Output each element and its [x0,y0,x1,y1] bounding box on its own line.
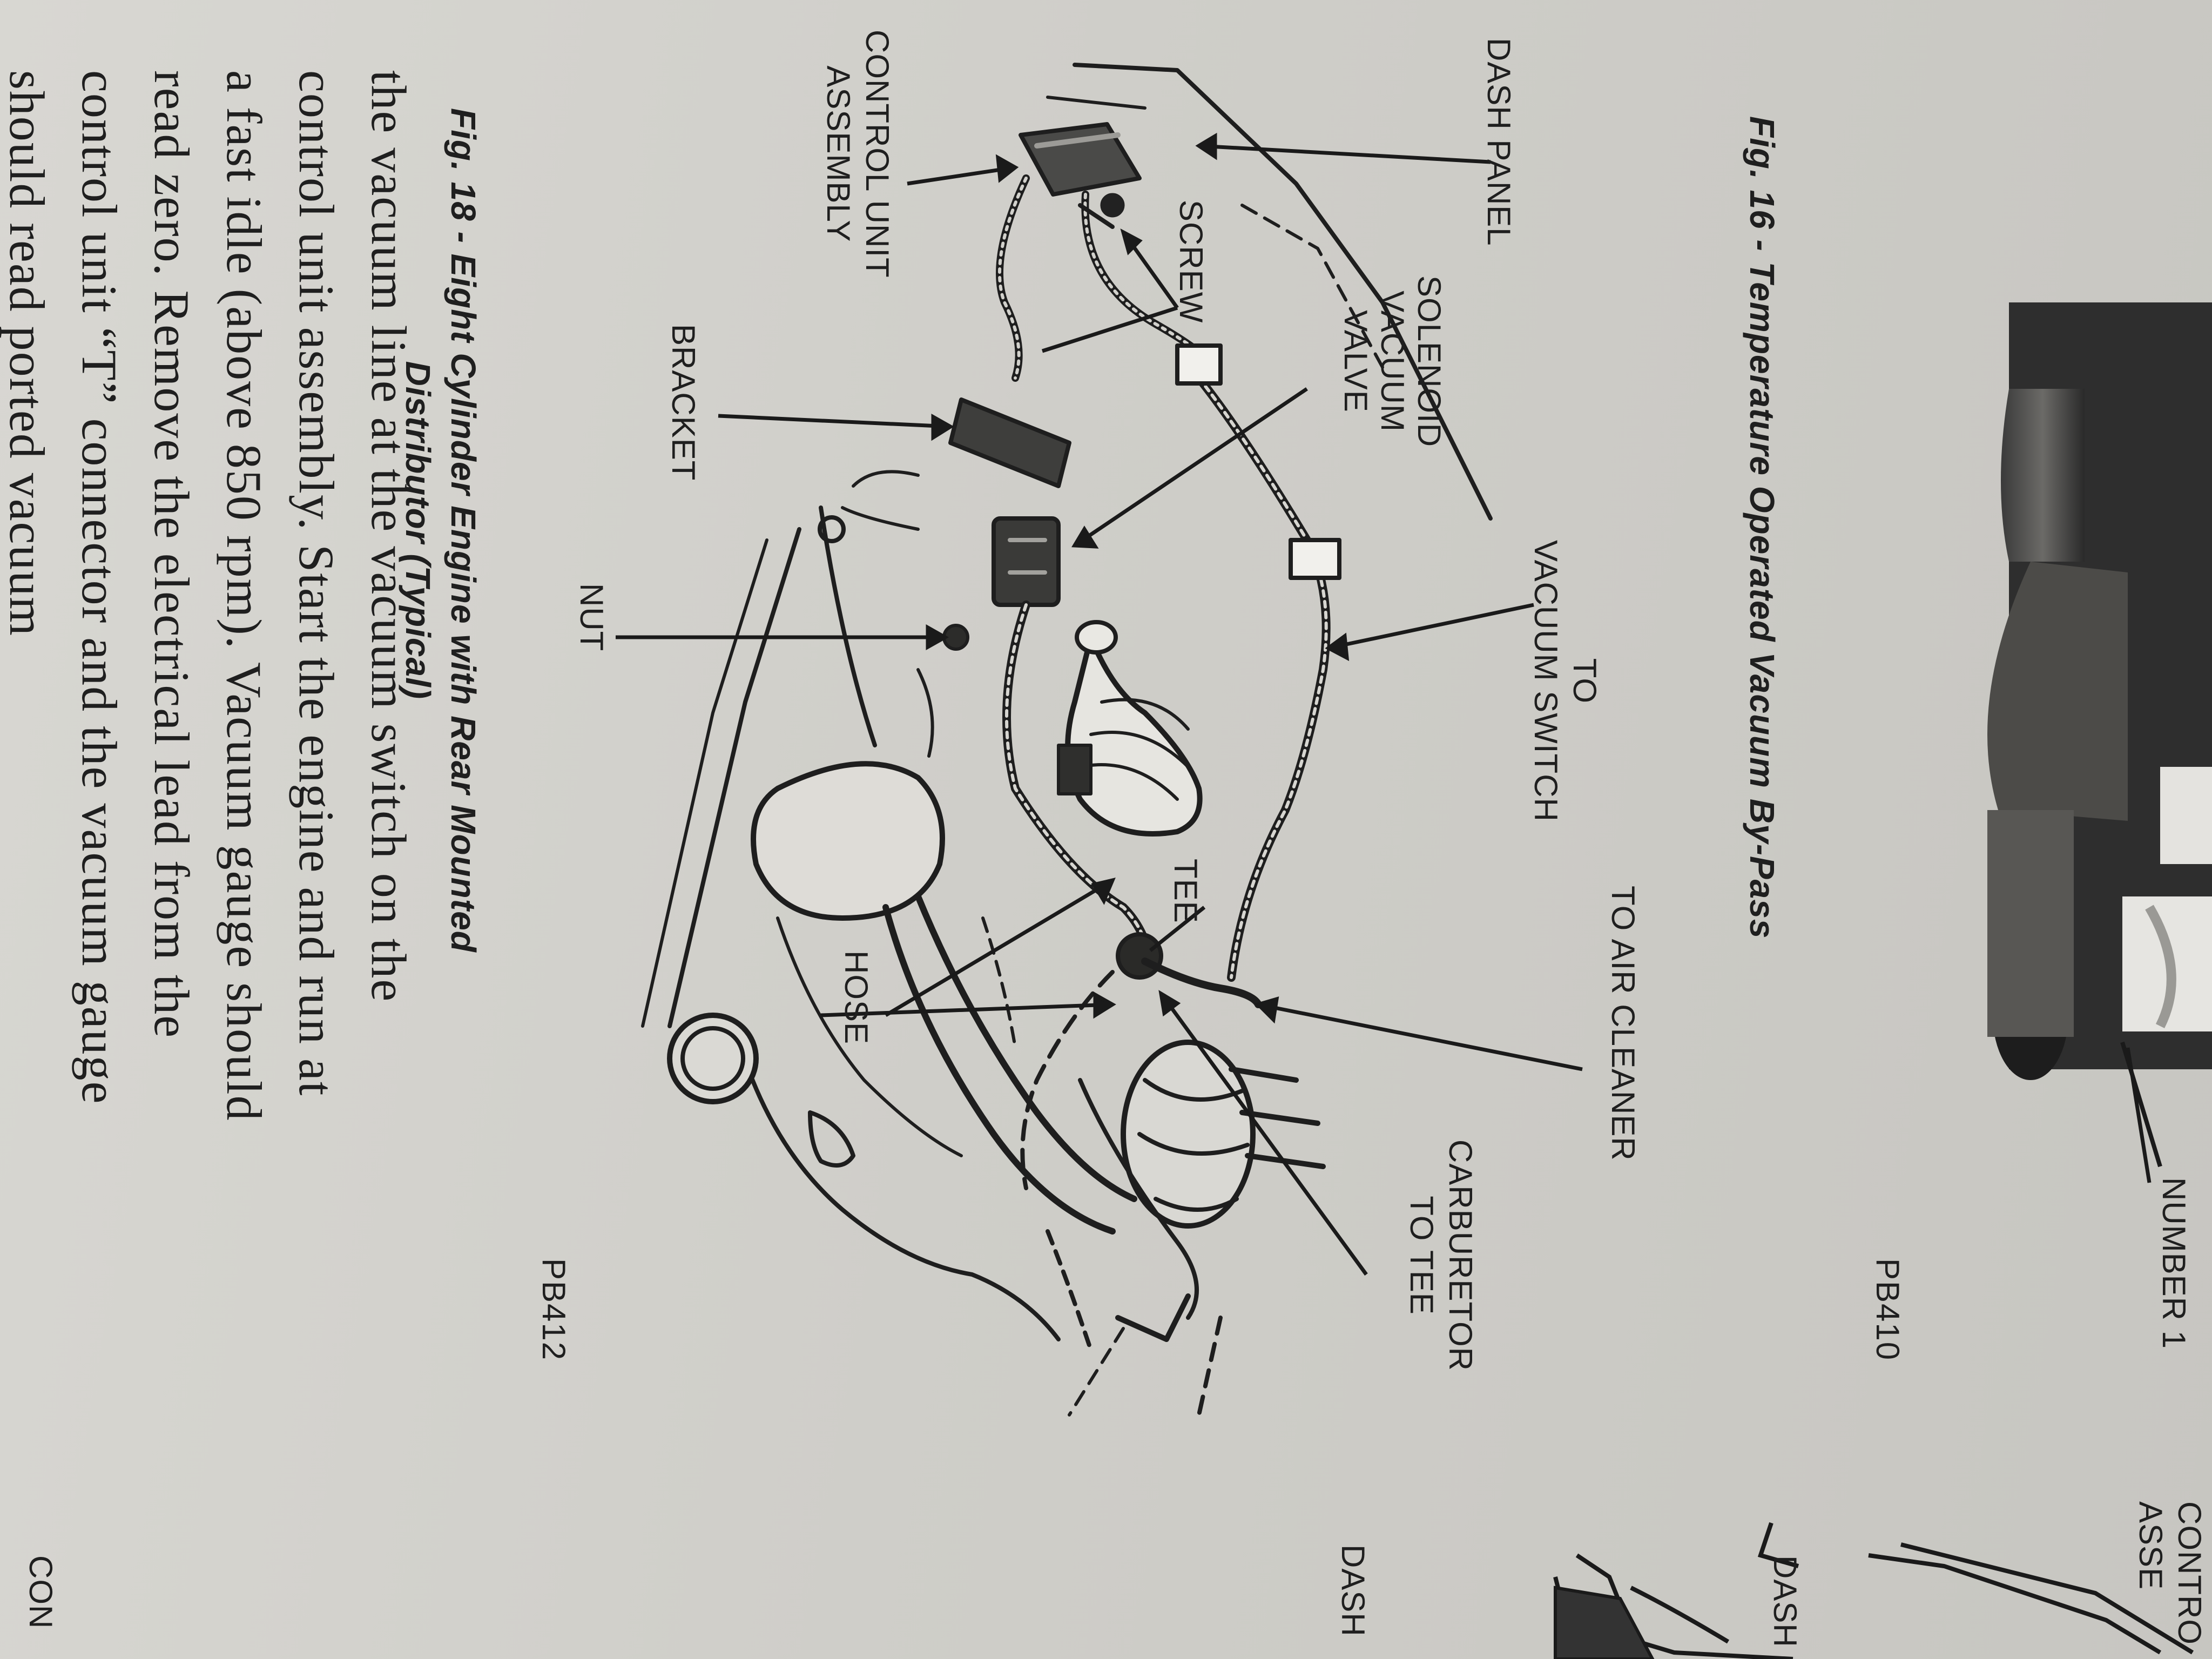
carburetor-to-tee-label: CARBURETOR TO TEE [1402,1139,1480,1371]
number-1-label: NUMBER 1 [2156,1177,2192,1350]
control-unit-label: CONTROL UNIT ASSEMBLY [819,30,896,278]
body-line-5: control unit “T” connector and the vacuu… [72,70,127,1105]
edge-dash-label-2: DASH [1335,1545,1371,1637]
solenoid-line-2: VACUUM [1374,291,1411,432]
edge-control-label: CONTRO ASSE [2131,1501,2209,1645]
to-vacuum-switch-label: TO VACUUM SWITCH [1526,540,1604,822]
solenoid-line-1: SOLENOID [1411,275,1447,448]
body-line-1: the vacuum line at the vacuum switch on … [361,70,416,1003]
figure-16-caption: Fig. 16 - Temperature Operated Vacuum By… [1743,116,1782,939]
screw-label: SCREW [1173,200,1209,323]
edge-control-line-2: ASSE [2133,1501,2169,1590]
carburetor-line-1: CARBURETOR [1442,1139,1479,1371]
figure-18-code: PB412 [536,1258,572,1361]
body-line-6: should read ported vacuum [0,70,55,637]
to-vacuum-line-2: VACUUM SWITCH [1528,540,1564,822]
body-line-3: a fast idle (above 850 rpm). Vacuum gaug… [217,70,272,1122]
solenoid-vacuum-valve-label: SOLENOID VACUUM VALVE [1337,275,1447,447]
solenoid-line-3: VALVE [1338,310,1374,413]
to-vacuum-line-1: TO [1567,658,1603,704]
figure-16-code: PB410 [1870,1258,1906,1361]
edge-dash-label: DASH [1767,1555,1803,1648]
edge-con-label: CON [23,1555,59,1629]
tee-label: TEE [1168,859,1204,923]
to-air-cleaner-label: TO AIR CLEANER [1605,886,1641,1161]
carburetor-line-2: TO TEE [1404,1196,1440,1315]
figure-18-caption-line-1: Fig. 18 - Eight Cylinder Engine with Rea… [444,108,483,953]
control-unit-line-1: CONTROL UNIT [859,30,895,278]
dash-panel-label: DASH PANEL [1481,38,1517,246]
body-line-2: control unit assembly. Start the engine … [289,70,344,1097]
body-line-4: read zero. Remove the electrical lead fr… [144,70,199,1039]
hose-label: HOSE [838,950,874,1045]
bracket-label: BRACKET [665,324,702,481]
body-text: the vacuum line at the vacuum switch on … [0,70,421,1122]
control-unit-line-2: ASSEMBLY [820,65,857,242]
edge-control-line-1: CONTRO [2171,1501,2208,1645]
nut-label: NUT [574,583,610,652]
